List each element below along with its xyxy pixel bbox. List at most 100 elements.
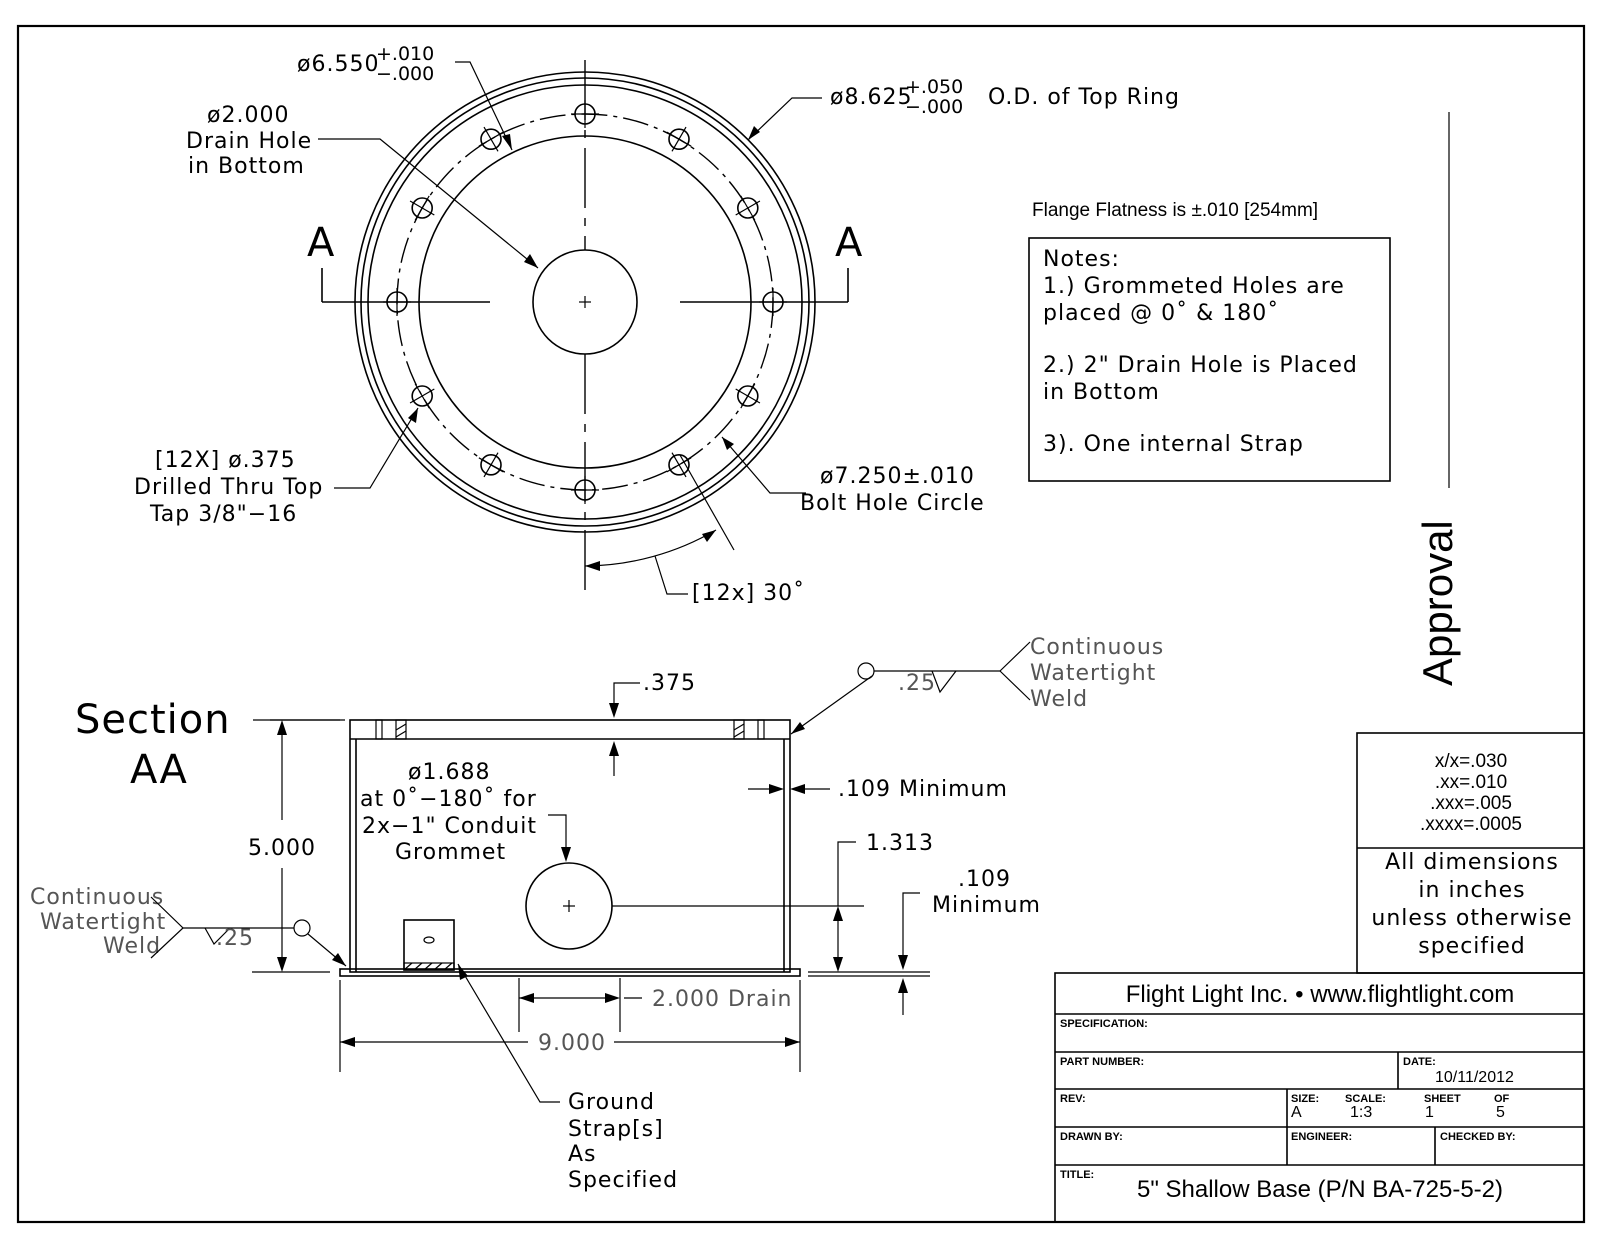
bolt-hole-centerline: [740, 195, 756, 221]
bolt-hole-centerline: [414, 383, 430, 409]
top-view: ø6.550 +.010 −.000 ø2.000 Drain Hole in …: [134, 43, 1180, 606]
bolt-hole: [668, 128, 690, 150]
svg-text:O.D. of Top Ring: O.D. of Top Ring: [988, 85, 1180, 110]
svg-text:.25: .25: [216, 926, 254, 951]
svg-text:specified: specified: [1418, 934, 1526, 959]
title-block: Flight Light Inc. • www.flightlight.com …: [1054, 972, 1585, 1223]
svg-text:[12x] 30˚: [12x] 30˚: [692, 581, 805, 606]
svg-text:unless otherwise: unless otherwise: [1371, 906, 1572, 931]
svg-text:2.) 2" Drain Hole is Placed: 2.) 2" Drain Hole is Placed: [1043, 353, 1358, 378]
svg-text:1: 1: [1425, 1104, 1434, 1121]
svg-text:Tap 3/8"−16: Tap 3/8"−16: [149, 502, 297, 527]
bolt-hole-centerline: [666, 131, 692, 147]
svg-text:2.000 Drain: 2.000 Drain: [652, 987, 793, 1012]
svg-text:.375: .375: [643, 671, 696, 696]
svg-text:+.010: +.010: [376, 43, 434, 65]
drawing-title: 5" Shallow Base (P/N BA-725-5-2): [1137, 1176, 1503, 1203]
svg-text:CHECKED BY:: CHECKED BY:: [1440, 1131, 1516, 1143]
svg-text:Continuous: Continuous: [30, 885, 164, 910]
svg-text:Grommet: Grommet: [395, 840, 506, 865]
svg-text:SCALE:: SCALE:: [1345, 1093, 1386, 1105]
svg-text:Weld: Weld: [103, 934, 161, 959]
bolt-hole-centerline: [414, 195, 430, 221]
svg-text:ø1.688: ø1.688: [408, 760, 490, 785]
bolt-hole-centerline: [478, 457, 504, 473]
svg-text:.xx=.010: .xx=.010: [1435, 772, 1507, 793]
bolt-hole: [411, 197, 433, 219]
svg-text:in Bottom: in Bottom: [1043, 380, 1160, 405]
drain-leader: [318, 138, 539, 269]
svg-text:ø8.625: ø8.625: [830, 85, 912, 110]
bolt-hole-centerline: [666, 457, 692, 473]
svg-text:Watertight: Watertight: [40, 910, 166, 935]
svg-text:Watertight: Watertight: [1030, 661, 1156, 686]
bolt-hole-centerline: [740, 383, 756, 409]
svg-text:Continuous: Continuous: [1030, 635, 1164, 660]
svg-text:10/11/2012: 10/11/2012: [1435, 1069, 1514, 1086]
svg-text:ENGINEER:: ENGINEER:: [1291, 1131, 1352, 1143]
base-body-outer: [349, 719, 791, 973]
section-aa: Section AA .375: [30, 635, 1164, 1193]
svg-text:+.050: +.050: [905, 76, 963, 98]
bolt-hole: [737, 385, 759, 407]
svg-text:Specified: Specified: [568, 1168, 678, 1193]
svg-text:.109: .109: [958, 867, 1011, 892]
bolt-hole: [480, 454, 502, 476]
bolt-hole: [480, 128, 502, 150]
svg-text:Minimum: Minimum: [932, 893, 1041, 918]
svg-text:1.313: 1.313: [866, 831, 934, 856]
svg-text:x/x=.030: x/x=.030: [1435, 751, 1507, 772]
svg-text:at 0˚−180˚ for: at 0˚−180˚ for: [360, 787, 537, 812]
bolt-hole: [737, 197, 759, 219]
bottom-plate: [339, 968, 801, 977]
svg-text:.xxxx=.0005: .xxxx=.0005: [1420, 814, 1522, 835]
sheet-border: [16, 24, 1586, 1224]
svg-text:.xxx=.005: .xxx=.005: [1430, 793, 1512, 814]
bolt-hole-centerline: [478, 131, 504, 147]
svg-text:.109 Minimum: .109 Minimum: [838, 777, 1008, 802]
flange-flatness: Flange Flatness is ±.010 [254mm]: [1032, 200, 1318, 221]
svg-text:TITLE:: TITLE:: [1060, 1169, 1094, 1181]
svg-text:A: A: [1291, 1104, 1302, 1121]
company-name: Flight Light Inc. • www.flightlight.com: [1126, 981, 1515, 1008]
svg-text:SPECIFICATION:: SPECIFICATION:: [1060, 1018, 1148, 1030]
svg-text:1:3: 1:3: [1350, 1104, 1372, 1121]
svg-text:Notes:: Notes:: [1043, 247, 1120, 272]
bolt-holes: [383, 100, 787, 504]
od-top-dim: ø6.550: [297, 52, 379, 77]
bolt-hole: [411, 385, 433, 407]
svg-text:As: As: [568, 1142, 597, 1167]
tolerance-block: x/x=.030 .xx=.010 .xxx=.005 .xxxx=.0005 …: [1356, 732, 1585, 974]
svg-text:REV:: REV:: [1060, 1093, 1086, 1105]
svg-text:AA: AA: [130, 747, 188, 793]
svg-text:PART NUMBER:: PART NUMBER:: [1060, 1056, 1144, 1068]
svg-text:ø7.250±.010: ø7.250±.010: [820, 464, 975, 489]
svg-text:All dimensions: All dimensions: [1385, 850, 1559, 875]
svg-text:[12X] ø.375: [12X] ø.375: [155, 448, 296, 473]
svg-text:9.000: 9.000: [538, 1031, 606, 1056]
svg-text:OF: OF: [1494, 1093, 1510, 1105]
svg-text:in Bottom: in Bottom: [188, 154, 305, 179]
svg-text:−.000: −.000: [376, 63, 434, 85]
svg-text:Weld: Weld: [1030, 687, 1088, 712]
svg-text:SHEET: SHEET: [1424, 1093, 1461, 1105]
svg-text:Drilled Thru Top: Drilled Thru Top: [134, 475, 323, 500]
svg-text:Strap[s]: Strap[s]: [568, 1117, 664, 1142]
svg-text:1.) Grommeted Holes are: 1.) Grommeted Holes are: [1043, 274, 1345, 299]
bolt-hole: [668, 454, 690, 476]
svg-text:−.000: −.000: [905, 96, 963, 118]
svg-text:A: A: [307, 220, 335, 266]
svg-text:ø2.000: ø2.000: [207, 103, 289, 128]
svg-text:5.000: 5.000: [248, 836, 316, 861]
svg-text:2x−1" Conduit: 2x−1" Conduit: [362, 814, 537, 839]
svg-text:A: A: [835, 220, 863, 266]
svg-text:placed @ 0˚ & 180˚: placed @ 0˚ & 180˚: [1043, 301, 1279, 326]
svg-text:Ground: Ground: [568, 1090, 655, 1115]
svg-text:in inches: in inches: [1418, 878, 1525, 903]
svg-text:5: 5: [1496, 1104, 1505, 1121]
svg-text:Bolt Hole Circle: Bolt Hole Circle: [800, 491, 985, 516]
approval-label: Approval: [1414, 520, 1461, 686]
svg-text:DATE:: DATE:: [1403, 1056, 1436, 1068]
svg-text:Drain Hole: Drain Hole: [186, 129, 312, 154]
